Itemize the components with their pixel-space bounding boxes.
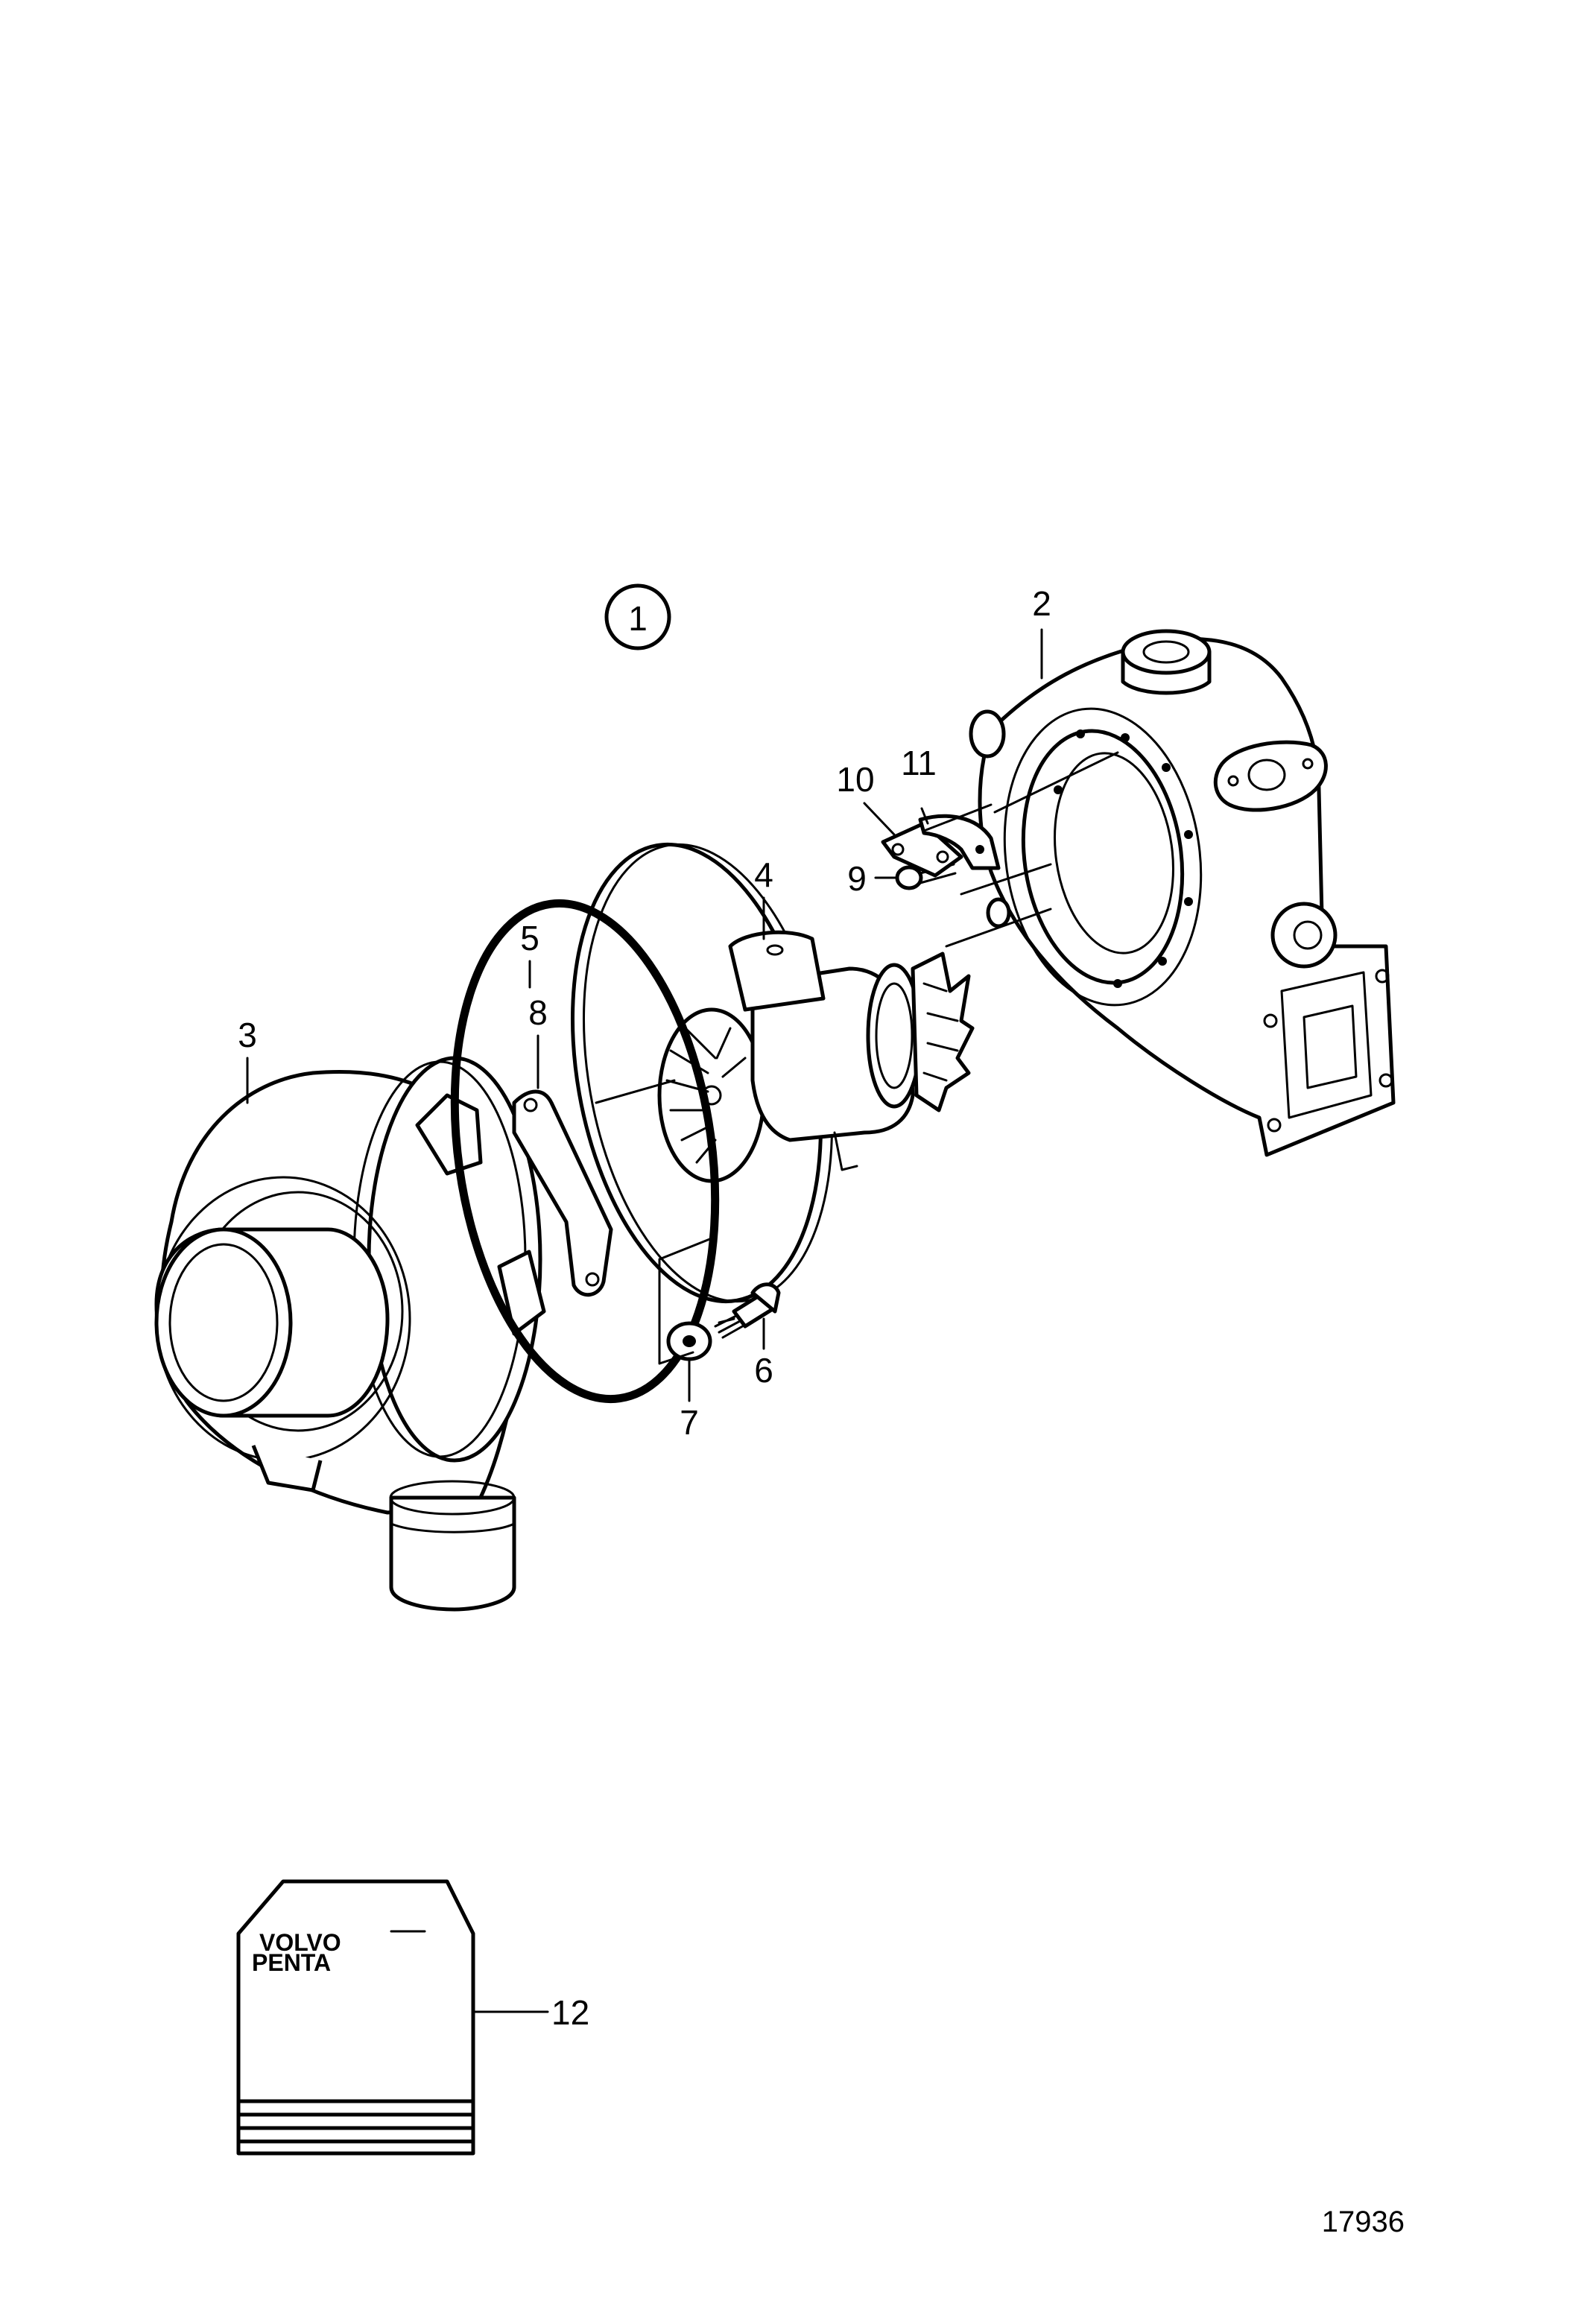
callout-2: 2 (1032, 584, 1051, 623)
callout-9: 9 (847, 859, 867, 898)
manual-brand-line-1: VOLVO (259, 1929, 341, 1956)
compressor-housing-part-3 (154, 1056, 546, 1612)
manual-part-12: VOLVO PENTA (236, 1879, 475, 2156)
lock-plate-part-10 (881, 821, 963, 878)
group-marker: 1 (604, 583, 671, 650)
callout-10: 10 (836, 760, 874, 799)
callout-11: 11 (901, 744, 937, 782)
callout-6: 6 (754, 1351, 773, 1390)
o-ring-part-5 (450, 899, 720, 1404)
callout-3: 3 (238, 1016, 257, 1054)
core-cartridge-part-4 (570, 842, 975, 1304)
callout-8: 8 (528, 993, 548, 1032)
callout-4: 4 (754, 855, 773, 894)
group-marker-label: 1 (628, 599, 648, 638)
leader-lines (246, 628, 1119, 2013)
turbine-housing-part-2 (969, 629, 1396, 1157)
callout-5: 5 (520, 919, 539, 957)
callout-12: 12 (551, 1993, 589, 2032)
callout-7: 7 (680, 1403, 699, 1442)
screw-part-6 (714, 1282, 781, 1339)
lock-plate-part-8 (512, 1089, 613, 1297)
drawing-number: 17936 (1322, 2206, 1405, 2238)
manual-brand-line-2: PENTA (252, 1949, 331, 1976)
callout-labels: 2 3 4 5 6 7 8 9 10 11 12 (238, 584, 1051, 2032)
gasket-part-11 (918, 814, 1001, 870)
